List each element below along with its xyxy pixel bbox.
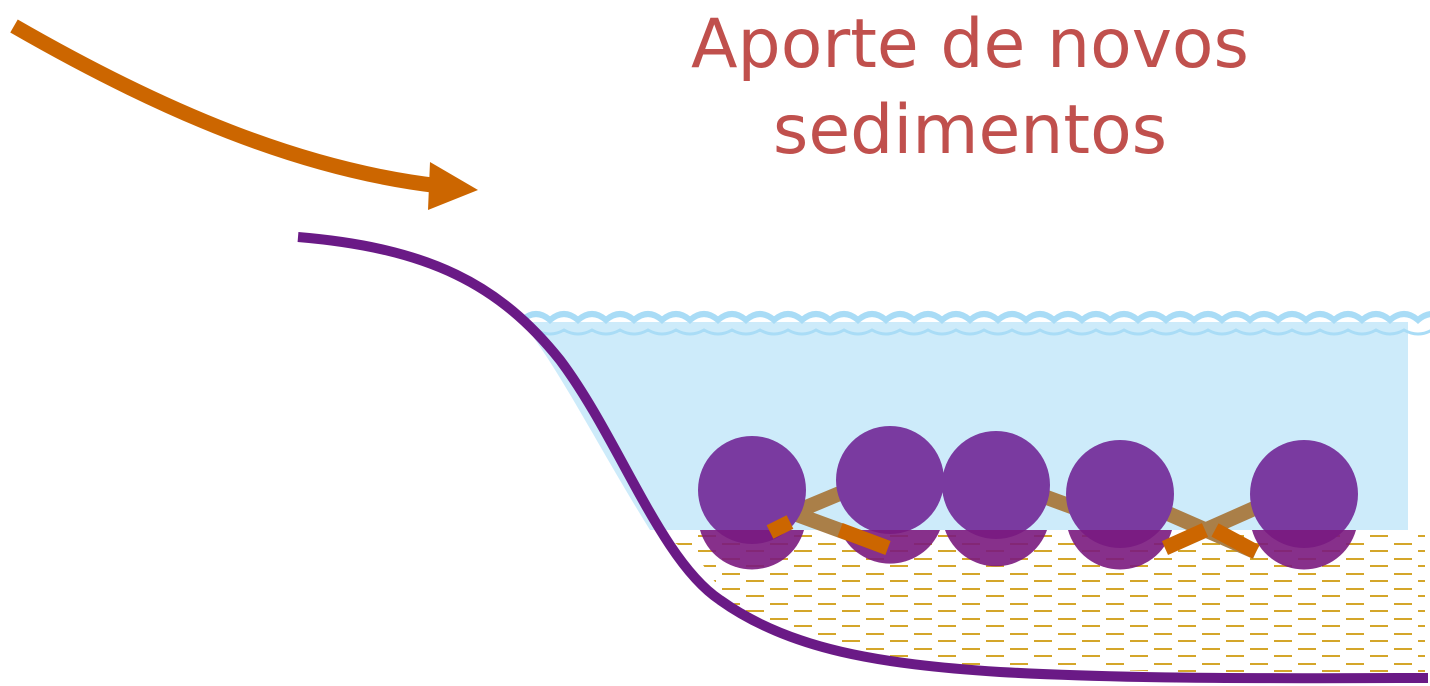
water-surface-ripples [520,311,1430,336]
sediment-inflow-arrow [10,19,478,210]
arrow-head [428,162,478,210]
buried-overlay [700,515,1356,570]
sediment-particle [1250,440,1358,548]
sediment-particle [1066,440,1174,548]
water-ripple-line [520,311,1430,324]
diagram-title: Aporte de novos sedimentos [600,2,1340,174]
water-ripple-line [535,328,1430,336]
sediment-particle [698,436,806,544]
title-line-2: sedimentos [772,91,1168,170]
sediment-particle [836,426,944,534]
sediment-layer [650,530,1425,680]
sediment-particle [942,431,1050,539]
sediment-fill [650,530,1425,680]
terrain-profile-line [297,232,1429,684]
sediment-particles [698,426,1358,548]
arrow-shaft [10,19,441,194]
title-line-1: Aporte de novos [691,5,1249,84]
